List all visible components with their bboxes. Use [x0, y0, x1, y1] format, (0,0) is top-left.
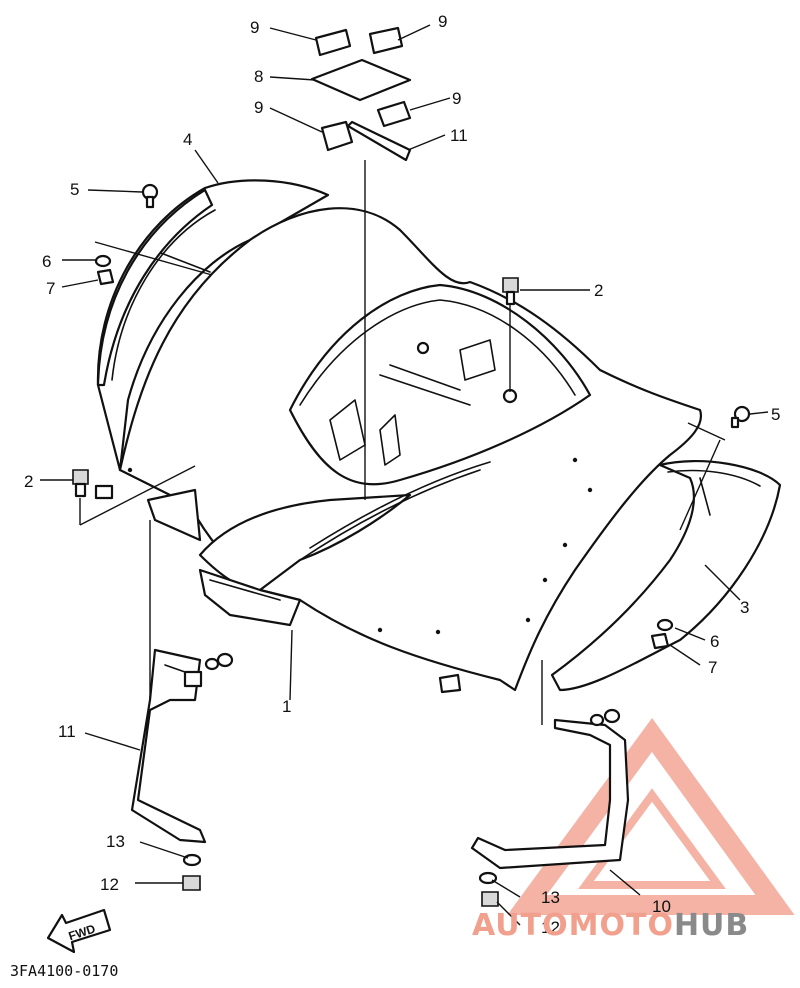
callout-9-c: 9 — [452, 89, 461, 108]
callout-11-top: 11 — [450, 126, 468, 145]
main-rear-fender — [118, 207, 703, 692]
seat-pad-parts — [310, 26, 412, 162]
callout-3: 3 — [740, 598, 749, 617]
callout-8: 8 — [254, 67, 263, 86]
right-fender-stay — [470, 718, 630, 870]
watermark-logo — [507, 718, 795, 915]
fasteners — [72, 183, 751, 907]
left-fender-stay — [130, 648, 207, 844]
watermark-part-2: MOTO — [569, 908, 674, 943]
callout-7-left: 7 — [46, 279, 55, 298]
callout-12-left: 12 — [100, 875, 119, 894]
callout-6-left: 6 — [42, 252, 51, 271]
document-number: 3FA4100-0170 — [10, 962, 118, 980]
svg-text:AUTOMOTOHUB: AUTOMOTOHUB — [472, 908, 749, 943]
watermark-text: AUTOMOTOHUB — [472, 908, 749, 943]
callout-9-b: 9 — [438, 12, 447, 31]
watermark-part-3: HUB — [674, 908, 749, 943]
callout-13-left: 13 — [106, 832, 125, 851]
callout-4: 4 — [183, 130, 192, 149]
forward-direction-arrow: FWD — [46, 908, 112, 954]
callout-2-left: 2 — [24, 472, 33, 491]
callout-7-right: 7 — [708, 658, 717, 677]
watermark-part-1: AUTO — [472, 908, 569, 943]
leader-lines — [40, 24, 769, 926]
callout-13-right: 13 — [541, 888, 560, 907]
left-rear-fender — [96, 179, 330, 472]
callout-5-right: 5 — [771, 405, 780, 424]
callout-2-right: 2 — [594, 281, 603, 300]
callout-9-a: 9 — [250, 18, 259, 37]
callout-9-d: 9 — [254, 98, 263, 117]
callout-1: 1 — [282, 697, 291, 716]
callout-10: 10 — [652, 897, 671, 916]
callout-6-right: 6 — [710, 632, 719, 651]
callout-labels: 9 9 8 9 9 11 4 5 6 7 2 5 2 3 6 7 1 11 13… — [24, 12, 780, 937]
callout-5-left: 5 — [70, 180, 79, 199]
right-rear-fender — [550, 459, 782, 692]
callout-12-right: 12 — [541, 918, 560, 937]
callout-11-left: 11 — [58, 722, 76, 741]
